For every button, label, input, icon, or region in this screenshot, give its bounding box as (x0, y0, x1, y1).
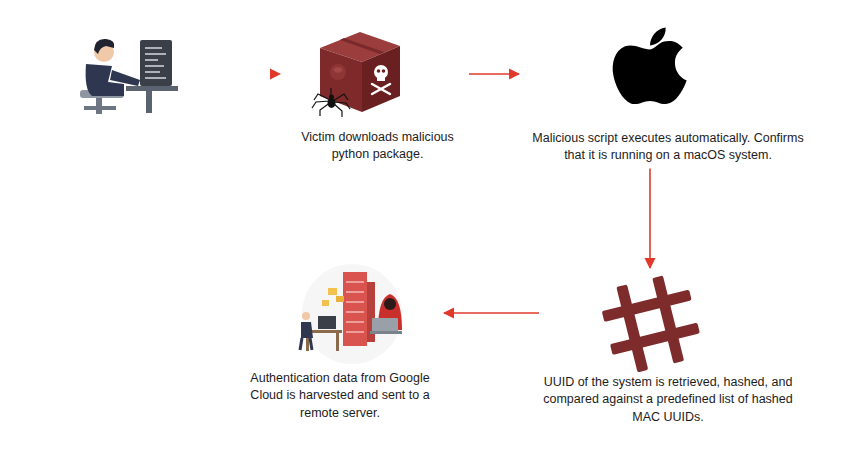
icon-space (290, 25, 465, 129)
icon-space (543, 272, 793, 374)
start-arrow (205, 73, 280, 75)
icon-space (523, 18, 813, 130)
step-node: Malicious script executes automatically.… (523, 18, 813, 165)
flow-arrow (649, 169, 651, 269)
step-node: Victim downloads malicious python packag… (290, 25, 465, 164)
icon-space (240, 268, 440, 370)
step-caption: UUID of the system is retrieved, hashed,… (543, 374, 793, 426)
malicious-package-icon (312, 32, 400, 117)
step-caption: Authentication data from Google Cloud is… (240, 370, 440, 422)
apple-logo (613, 28, 687, 104)
step-caption: Malicious script executes automatically.… (523, 130, 813, 165)
flow-arrow (469, 73, 519, 75)
flow-arrow (444, 312, 539, 314)
step-caption: Victim downloads malicious python packag… (290, 129, 465, 164)
step-node: UUID of the system is retrieved, hashed,… (543, 272, 793, 426)
developer-illustration (80, 39, 178, 114)
exfiltration-illustration (300, 264, 402, 364)
step-node: Authentication data from Google Cloud is… (240, 268, 440, 422)
hash-icon (597, 270, 706, 377)
